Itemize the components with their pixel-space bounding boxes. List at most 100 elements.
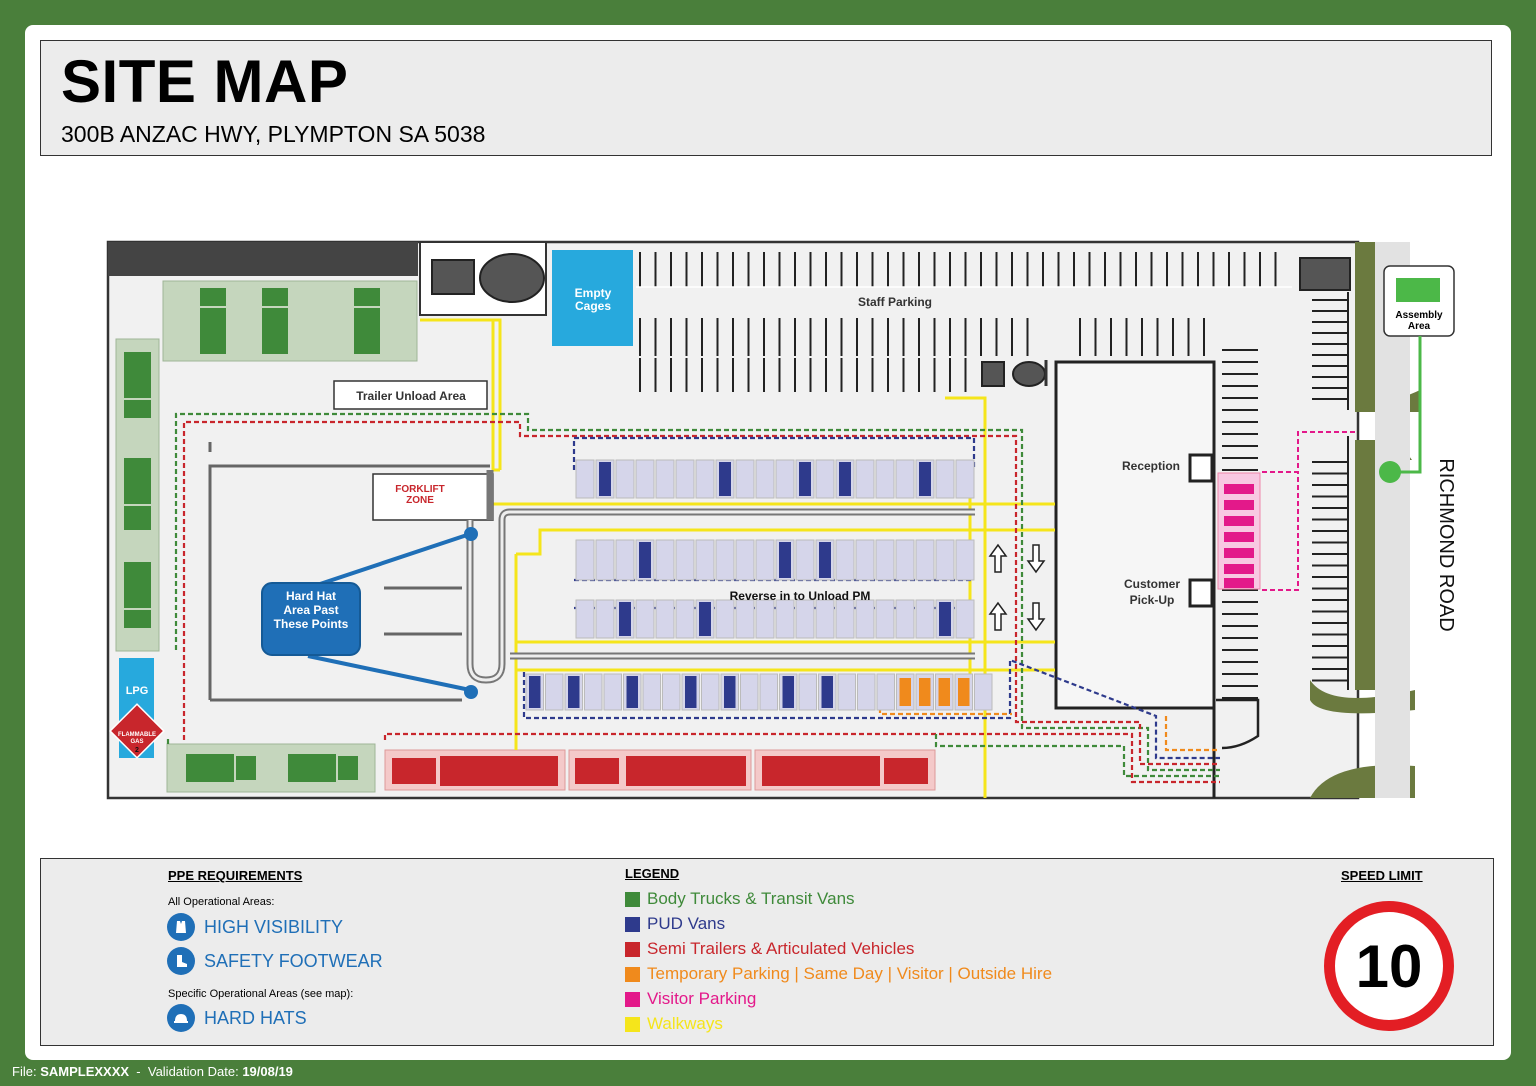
pud-bay (795, 599, 815, 639)
legend-swatch (625, 991, 640, 1007)
assembly-route (1392, 336, 1422, 474)
pud-van (529, 676, 541, 708)
pud-van (821, 676, 833, 708)
pud-bay (755, 599, 775, 639)
pud-van (685, 676, 697, 708)
ppe-item-hard-hats: HARD HATS (167, 1004, 307, 1032)
pud-bay (815, 599, 835, 639)
temporary-vehicle (958, 678, 970, 706)
warehouse-walls (208, 442, 490, 702)
direction-arrows (988, 543, 1046, 632)
file-label: File: (12, 1064, 37, 1079)
validation-date-label: Validation Date: (147, 1064, 239, 1079)
legend-item: PUD Vans (625, 914, 725, 934)
legend-label: Walkways (647, 1014, 723, 1033)
header: SITE MAP 300B ANZAC HWY, PLYMPTON SA 503… (40, 40, 1492, 156)
legend-item: Body Trucks & Transit Vans (625, 889, 855, 909)
visitor-car (1224, 516, 1254, 526)
trailer-unload-label: Trailer Unload Area (356, 389, 466, 403)
visitor-car (1224, 548, 1254, 558)
legend-label: Semi Trailers & Articulated Vehicles (647, 939, 915, 958)
hard-hat-point-icon (464, 527, 478, 541)
speed-limit-sign: 10 (1324, 901, 1454, 1031)
pud-bay (655, 459, 675, 499)
legend-swatch (625, 941, 640, 957)
pud-bay (575, 539, 595, 581)
reception-label: Reception (1122, 459, 1180, 473)
pud-van (939, 602, 951, 636)
ppe-label: HIGH VISIBILITY (204, 916, 344, 937)
water-tank (479, 253, 545, 303)
pud-bay (575, 459, 595, 499)
pud-van-row-4 (525, 673, 993, 711)
pud-bay (575, 599, 595, 639)
pud-bay (603, 673, 622, 711)
pud-bay (798, 673, 817, 711)
pud-bay (755, 459, 775, 499)
pud-van (839, 462, 851, 496)
ppe-heading: PPE REQUIREMENTS (168, 868, 303, 883)
pud-bay (675, 599, 695, 639)
pud-bay (876, 673, 895, 711)
pud-bay (837, 673, 856, 711)
ppe-item-high-visibility: HIGH VISIBILITY (167, 913, 343, 941)
pud-bay (955, 599, 975, 639)
visitor-walk-route (1262, 431, 1355, 591)
pud-bay (615, 459, 635, 499)
trailer-unload-box (333, 380, 488, 410)
pud-bay (855, 599, 875, 639)
pud-van (719, 462, 731, 496)
pud-bay (857, 673, 876, 711)
staff-parking-label: Staff Parking (858, 295, 932, 309)
body-truck-bay-top-1 (200, 288, 226, 354)
pud-bay (735, 539, 755, 581)
pud-van (782, 676, 794, 708)
pud-bay (895, 539, 915, 581)
pud-van (599, 462, 611, 496)
body-truck-bay-bottom-2 (288, 754, 358, 782)
pud-van (699, 602, 711, 636)
file-value: SAMPLEXXXX (40, 1064, 130, 1079)
small-tank (1012, 361, 1046, 387)
footer-separator: - (136, 1064, 141, 1079)
body-truck-bay-left-3 (124, 562, 151, 628)
pud-bay (795, 539, 815, 581)
legend-swatch (625, 966, 640, 982)
entry-door (1216, 698, 1260, 750)
empty-cages-area (552, 250, 633, 346)
road-verge (1355, 242, 1375, 412)
legend-label: Temporary Parking | Same Day | Visitor |… (647, 964, 1053, 983)
staff-parking-lines (636, 252, 1292, 392)
body-truck-bay-left-1 (124, 352, 151, 418)
pud-bay (735, 459, 755, 499)
visitor-car (1224, 484, 1254, 494)
pud-bay (715, 599, 735, 639)
pud-bay (974, 673, 993, 711)
pud-bay (875, 459, 895, 499)
legend-swatch (625, 1016, 640, 1032)
route-lines (166, 412, 1220, 784)
pud-bay (655, 539, 675, 581)
validation-date-value: 19/08/19 (242, 1064, 293, 1079)
plant-unit (431, 259, 475, 295)
hard-hat-area-box (261, 582, 361, 656)
pud-van (568, 676, 580, 708)
legend-item: Walkways (625, 1014, 723, 1034)
visitor-car (1224, 564, 1254, 574)
pud-bay (695, 539, 715, 581)
conveyor-track-inner (468, 510, 975, 682)
pud-bay (955, 459, 975, 499)
body-truck-bay-left-2 (124, 458, 151, 530)
pud-bay (759, 673, 778, 711)
temporary-vehicle (919, 678, 931, 706)
visitor-car (1224, 578, 1254, 588)
pud-bay (642, 673, 661, 711)
pud-bay (755, 539, 775, 581)
pud-bay (740, 673, 759, 711)
walkways (420, 318, 1055, 798)
